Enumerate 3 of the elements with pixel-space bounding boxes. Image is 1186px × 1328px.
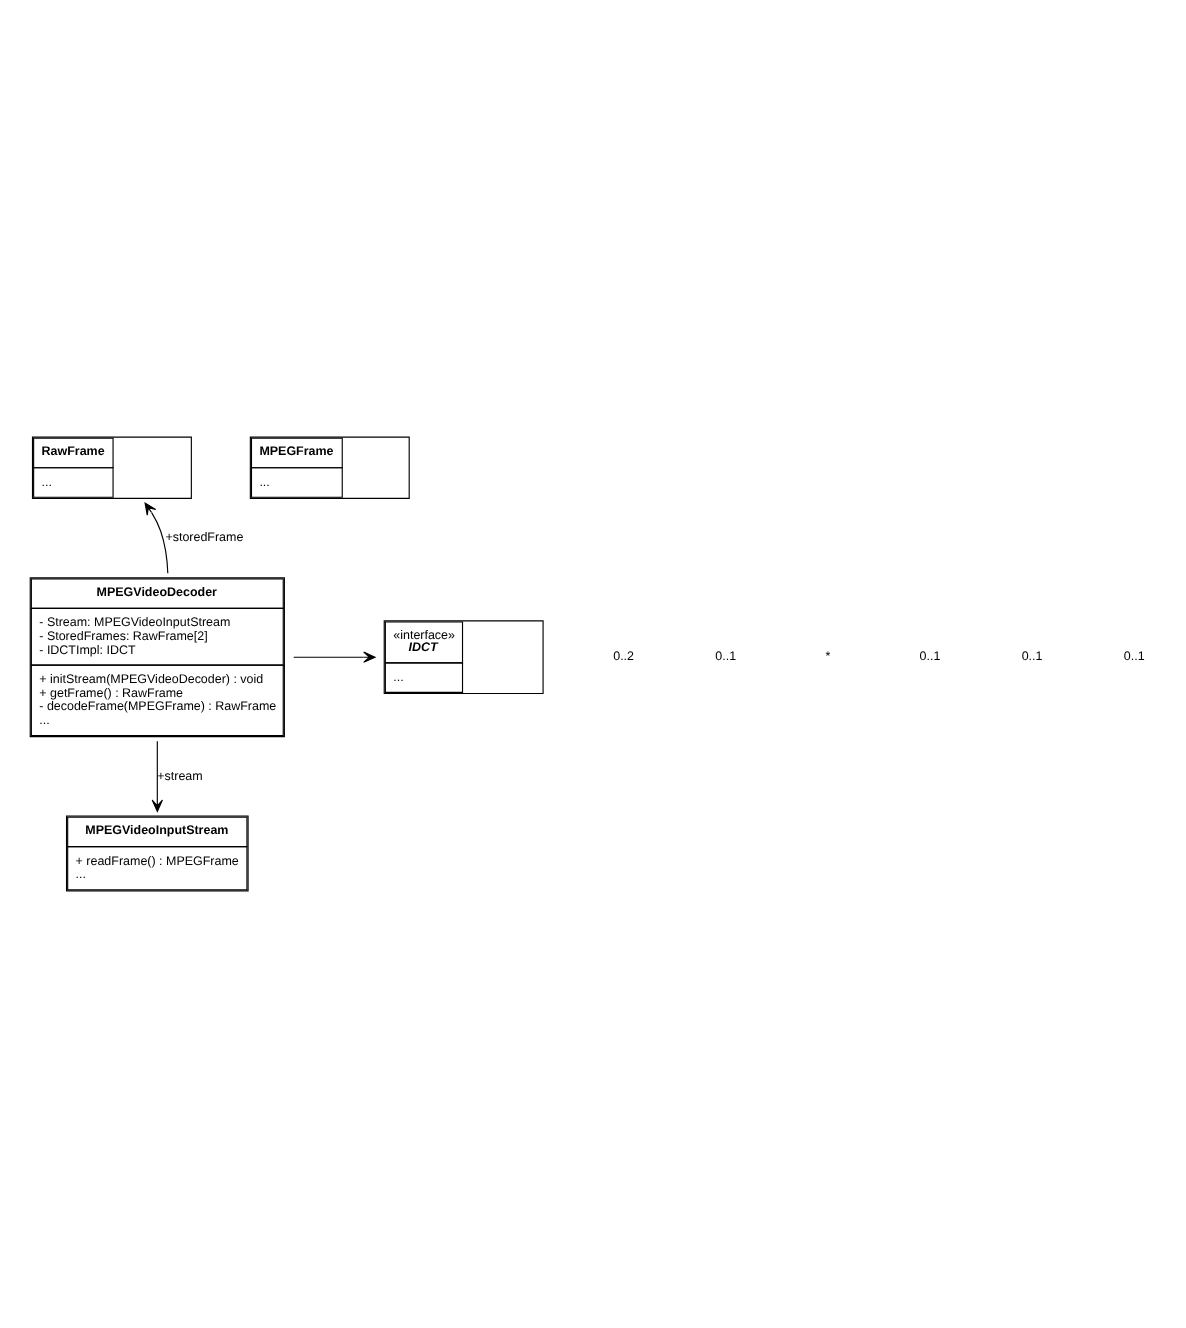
arrow — [151, 740, 163, 812]
arrow — [293, 651, 376, 663]
arrow — [144, 502, 169, 574]
